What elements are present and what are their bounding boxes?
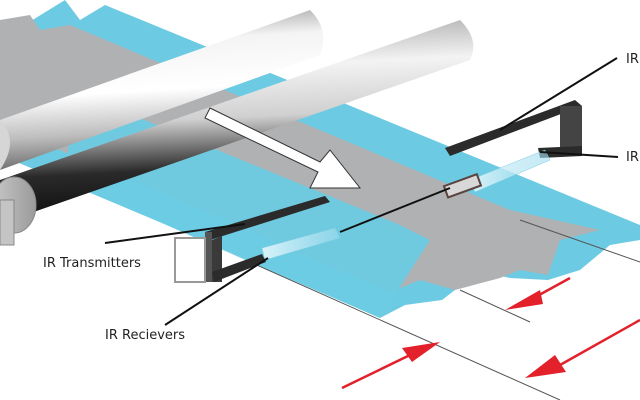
transmitter-box-outline [174, 237, 206, 283]
ir-beam-left [261, 227, 341, 261]
direction-arrow-icon [204, 107, 362, 189]
ir-sensor-frame-right [445, 100, 582, 158]
ir-emitter-right [442, 172, 483, 199]
web-edge-line-far [519, 219, 640, 263]
leader-ir-receivers [164, 257, 269, 326]
ir-transmitters-label: IR Transmitters [43, 256, 141, 271]
ir-mid-right-label: IR [626, 150, 639, 165]
ir-top-right-label: IR [626, 52, 639, 67]
web-edge-line-right [459, 289, 531, 323]
front-roller-end [0, 120, 10, 170]
leader-ir-transmitters [104, 223, 246, 244]
leader-ir-mid-right [539, 151, 619, 158]
roller-bracket [0, 199, 15, 246]
leader-ir-top-right [499, 57, 618, 131]
red-arrow-right-edge-outer [525, 318, 640, 378]
ir-receivers-label: IR Recievers [105, 328, 186, 343]
back-roller [0, 20, 474, 215]
ir-sensor-frame-left [205, 196, 330, 282]
red-arrow-right-edge-inner [505, 276, 571, 310]
web-edge-line-left [249, 261, 561, 400]
sensor-cable [339, 187, 451, 233]
red-arrow-left-edge [341, 342, 440, 390]
front-roller [0, 10, 324, 170]
